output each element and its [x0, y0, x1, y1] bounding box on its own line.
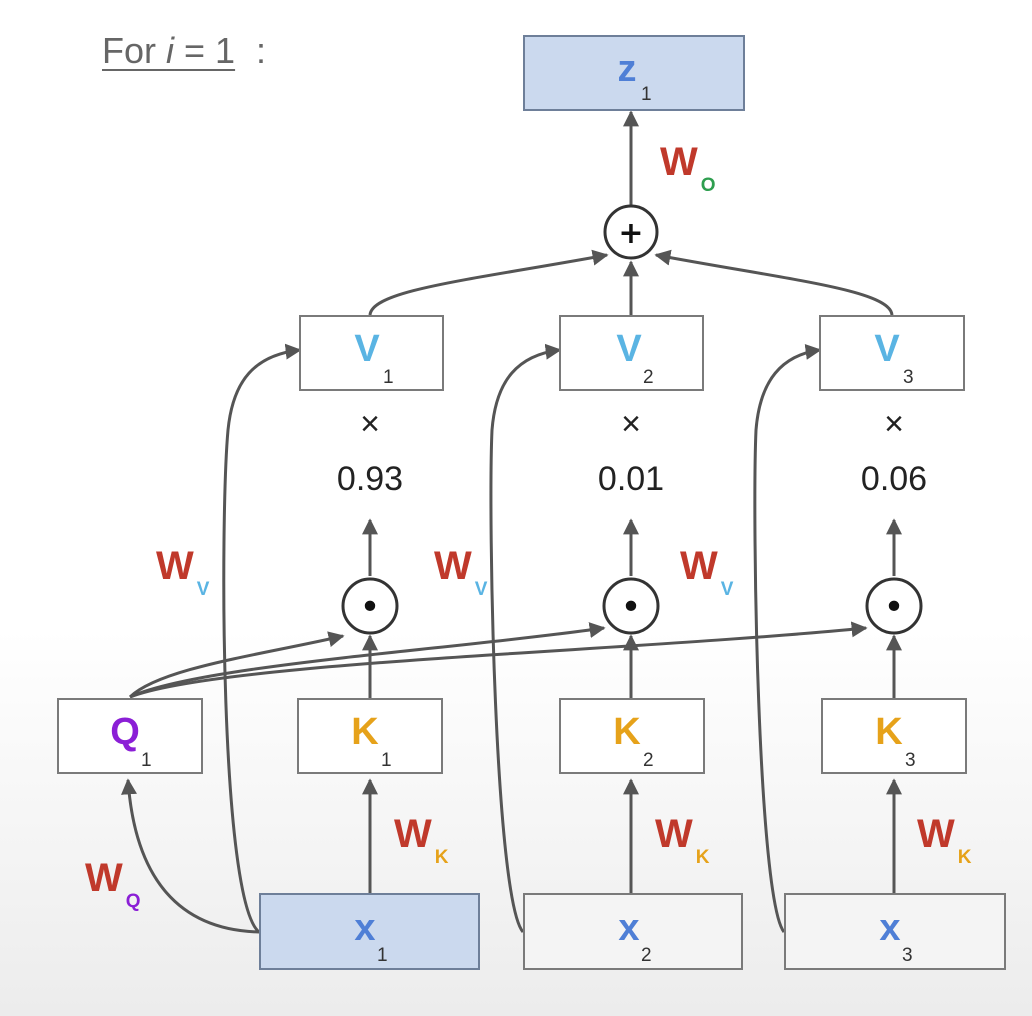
arrow-q1-dot2	[129, 622, 606, 699]
weight-wv-3: WV	[680, 544, 734, 600]
weight-wk-2: WK	[655, 812, 710, 868]
arrow-v3-sum	[654, 249, 894, 316]
input-box-1: x 1	[259, 893, 480, 970]
value-box-2: V 2	[559, 315, 704, 391]
key-box-3: K 3	[821, 698, 967, 774]
arrow-q1-dot1	[128, 631, 345, 699]
weight-wv-2: WV	[434, 544, 488, 600]
arrow-q1-dot3	[129, 621, 868, 699]
sum-symbol: +	[618, 216, 643, 251]
output-letter: z	[617, 48, 637, 91]
attention-score-1: 0.93	[336, 460, 404, 498]
arrow-x2-v2	[489, 343, 562, 933]
weight-wq: WQ	[85, 856, 141, 912]
dot-circle-2	[602, 577, 660, 635]
weight-wk-3: WK	[917, 812, 972, 868]
weight-wv-1: WV	[156, 544, 210, 600]
dot-circle-1	[341, 577, 399, 635]
query-box-1: Q 1	[57, 698, 203, 774]
arrow-v1-sum	[368, 249, 609, 316]
output-box-z1: z 1	[523, 35, 745, 111]
key-box-2: K 2	[559, 698, 705, 774]
title-colon: :	[256, 30, 267, 71]
attention-score-2: 0.01	[597, 460, 665, 498]
dot-symbol-2: •	[620, 587, 641, 628]
input-box-2: x 2	[523, 893, 743, 970]
times-symbol-1: ×	[360, 405, 380, 443]
value-box-3: V 3	[819, 315, 965, 391]
times-symbol-2: ×	[621, 405, 641, 443]
dot-symbol-3: •	[883, 587, 904, 628]
weight-wk-1: WK	[394, 812, 449, 868]
arrow-x3-v3	[753, 343, 822, 933]
weight-wo: WO	[660, 140, 716, 196]
sum-circle	[603, 204, 659, 260]
times-symbol-3: ×	[884, 405, 904, 443]
dot-symbol-1: •	[359, 587, 380, 628]
attention-score-3: 0.06	[860, 460, 928, 498]
arrow-x1-q1	[121, 778, 260, 934]
key-box-1: K 1	[297, 698, 443, 774]
dot-circle-3	[865, 577, 923, 635]
input-box-3: x 3	[784, 893, 1006, 970]
arrow-x1-v1	[222, 343, 302, 934]
page-title: For i = 1	[102, 30, 236, 71]
output-sub: 1	[641, 84, 652, 105]
value-box-1: V 1	[299, 315, 444, 391]
